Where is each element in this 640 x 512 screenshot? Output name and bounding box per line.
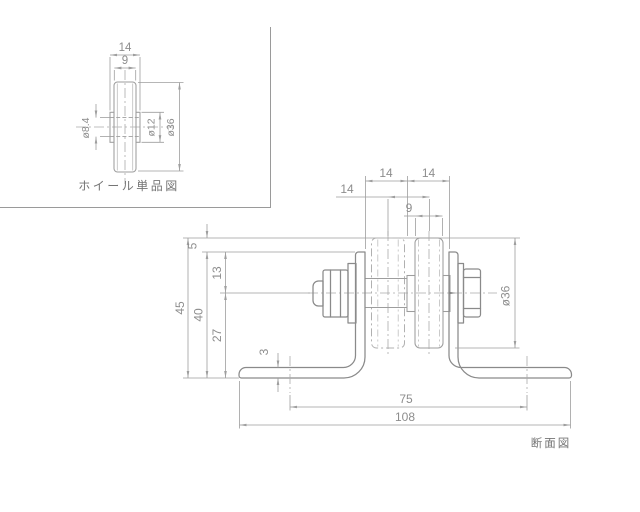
dim-wheel1-width: 14 <box>365 166 408 249</box>
dim-tread-width-section: 9 <box>404 201 443 236</box>
dim-axle-offset: 13 <box>210 251 227 294</box>
dim-bore-dia: ø8.4 <box>80 104 110 150</box>
dim-text: ø8.4 <box>80 117 92 138</box>
bracket-right <box>448 251 573 379</box>
section-arrow <box>448 291 456 295</box>
dim-text: 9 <box>406 201 413 215</box>
dim-text: ø36 <box>499 285 513 306</box>
dim-overall-width: 108 <box>239 381 571 429</box>
dim-text: 5 <box>186 242 200 249</box>
dim-text: 75 <box>399 392 413 406</box>
wheel-detail <box>76 70 174 184</box>
dim-text: 45 <box>173 301 187 315</box>
dim-plate-thickness: 3 <box>257 348 280 392</box>
bolt-head <box>312 262 357 324</box>
dim-text: 40 <box>192 308 206 322</box>
dim-text: 14 <box>119 42 132 54</box>
dim-text: 14 <box>422 166 436 180</box>
dim-wheel-dia: ø36 <box>455 237 520 349</box>
dim-top-clearance: 5 <box>186 224 209 249</box>
dim-total-height: 45 <box>173 237 190 379</box>
nut <box>448 262 482 324</box>
dim-text: 9 <box>122 55 128 67</box>
dim-text: 13 <box>210 266 224 280</box>
dim-text: 14 <box>379 166 393 180</box>
dim-tread-width: 9 <box>113 55 137 81</box>
dim-text: ø12 <box>146 118 158 136</box>
dim-center-distance: 14 <box>336 182 430 236</box>
wheel-phantom <box>371 231 405 355</box>
wheel-hub-left <box>406 274 416 313</box>
dim-text: 3 <box>257 348 271 355</box>
dim-text: 27 <box>210 329 224 343</box>
wheel-hub-left <box>109 111 115 143</box>
dim-left-extensions <box>183 251 355 379</box>
detail-view: 14 9 ø8.4 ø12 ø36 <box>0 27 271 208</box>
dim-hub-dia: ø12 <box>141 111 164 143</box>
dim-bracket-height: 40 <box>192 251 209 379</box>
dim-axle-to-base: 27 <box>210 292 227 379</box>
section-view-caption: 断面図 <box>531 436 572 450</box>
dim-text: 108 <box>395 410 415 424</box>
detail-view-caption: ホイール単品図 <box>78 179 180 193</box>
washer <box>347 262 357 324</box>
dim-text: ø36 <box>165 118 177 136</box>
wheel-section <box>365 231 451 355</box>
dim-text: 14 <box>340 182 354 196</box>
dim-wheel2-width: 14 <box>407 166 450 249</box>
wheel-hub-right <box>135 111 141 143</box>
view-border <box>0 27 271 208</box>
dim-outer-dia: ø36 <box>138 82 184 172</box>
dim-hole-pitch: 75 <box>289 392 528 411</box>
dim-flange-width: 14 <box>109 42 141 111</box>
section-view: 14 14 14 9 45 <box>173 166 573 450</box>
bracket-left <box>238 251 366 379</box>
